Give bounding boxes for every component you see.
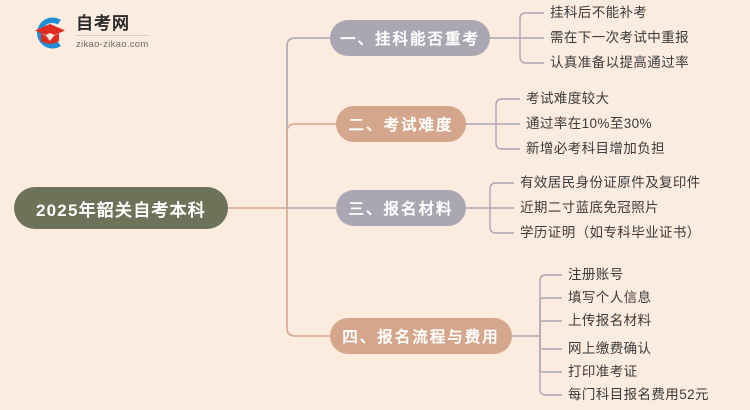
connector-branch-4-leaf-2 xyxy=(539,297,562,336)
connector-branch-4-leaf-5 xyxy=(539,336,562,373)
branch-node-4[interactable]: 四、报名流程与费用 xyxy=(330,318,512,354)
connector-branch-4-leaf-4 xyxy=(539,336,562,350)
connector-branch-2-leaf-1 xyxy=(495,98,520,124)
branch-node-1[interactable]: 一、挂科能否重考 xyxy=(330,20,490,56)
connector-branch-3-leaf-1 xyxy=(489,182,514,208)
graduation-cap-icon xyxy=(28,11,72,55)
branch-node-3[interactable]: 三、报名材料 xyxy=(336,190,466,226)
branch-1-leaf-2[interactable]: 需在下一次考试中重报 xyxy=(550,30,689,45)
connector-branch-2-leaf-3 xyxy=(495,124,520,150)
connector-branch-4-leaf-1 xyxy=(539,274,562,336)
logo-title: 自考网 xyxy=(76,14,149,36)
branch-node-3-label: 三、报名材料 xyxy=(348,201,454,218)
branch-node-1-label: 一、挂科能否重考 xyxy=(339,31,480,48)
mindmap-root-node[interactable]: 2025年韶关自考本科 xyxy=(14,187,228,229)
branch-4-leaf-2[interactable]: 填写个人信息 xyxy=(568,290,652,305)
connector-branch-4-leaf-6 xyxy=(539,336,562,396)
branch-4-leaf-6[interactable]: 每门科目报名费用52元 xyxy=(568,387,709,402)
logo-subtitle: zikao-zikao.com xyxy=(76,39,149,50)
branch-2-leaf-3[interactable]: 新增必考科目增加负担 xyxy=(526,141,665,156)
branch-3-leaf-3[interactable]: 学历证明（如专科毕业证书） xyxy=(520,225,701,240)
mindmap-root-label: 2025年韶关自考本科 xyxy=(35,200,207,220)
branch-4-leaf-1[interactable]: 注册账号 xyxy=(568,267,624,282)
branch-node-2-label: 二、考试难度 xyxy=(348,117,454,134)
branch-2-leaf-2[interactable]: 通过率在10%至30% xyxy=(526,116,652,131)
connector-branch-4-leaf-3 xyxy=(539,320,562,336)
connector-trunk-branch-4 xyxy=(286,208,330,337)
connector-trunk-branch-1 xyxy=(286,37,330,208)
branch-4-leaf-3[interactable]: 上传报名材料 xyxy=(568,313,652,328)
connector-branch-1-leaf-1 xyxy=(519,12,544,38)
branch-4-leaf-4[interactable]: 网上缴费确认 xyxy=(568,341,652,356)
branch-1-leaf-1[interactable]: 挂科后不能补考 xyxy=(550,5,648,20)
branch-3-leaf-1[interactable]: 有效居民身份证原件及复印件 xyxy=(520,175,701,190)
branch-node-4-label: 四、报名流程与费用 xyxy=(342,329,500,346)
site-logo[interactable]: 自考网 zikao-zikao.com xyxy=(28,10,149,56)
connector-branch-1-leaf-3 xyxy=(519,38,544,64)
branch-3-leaf-2[interactable]: 近期二寸蓝底免冠照片 xyxy=(520,200,659,215)
branch-2-leaf-1[interactable]: 考试难度较大 xyxy=(526,91,610,106)
connector-trunk-branch-2 xyxy=(286,123,336,208)
branch-node-2[interactable]: 二、考试难度 xyxy=(336,106,466,142)
branch-4-leaf-5[interactable]: 打印准考证 xyxy=(568,364,638,379)
connector-branch-3-leaf-3 xyxy=(489,208,514,234)
branch-1-leaf-3[interactable]: 认真准备以提高通过率 xyxy=(550,55,689,70)
